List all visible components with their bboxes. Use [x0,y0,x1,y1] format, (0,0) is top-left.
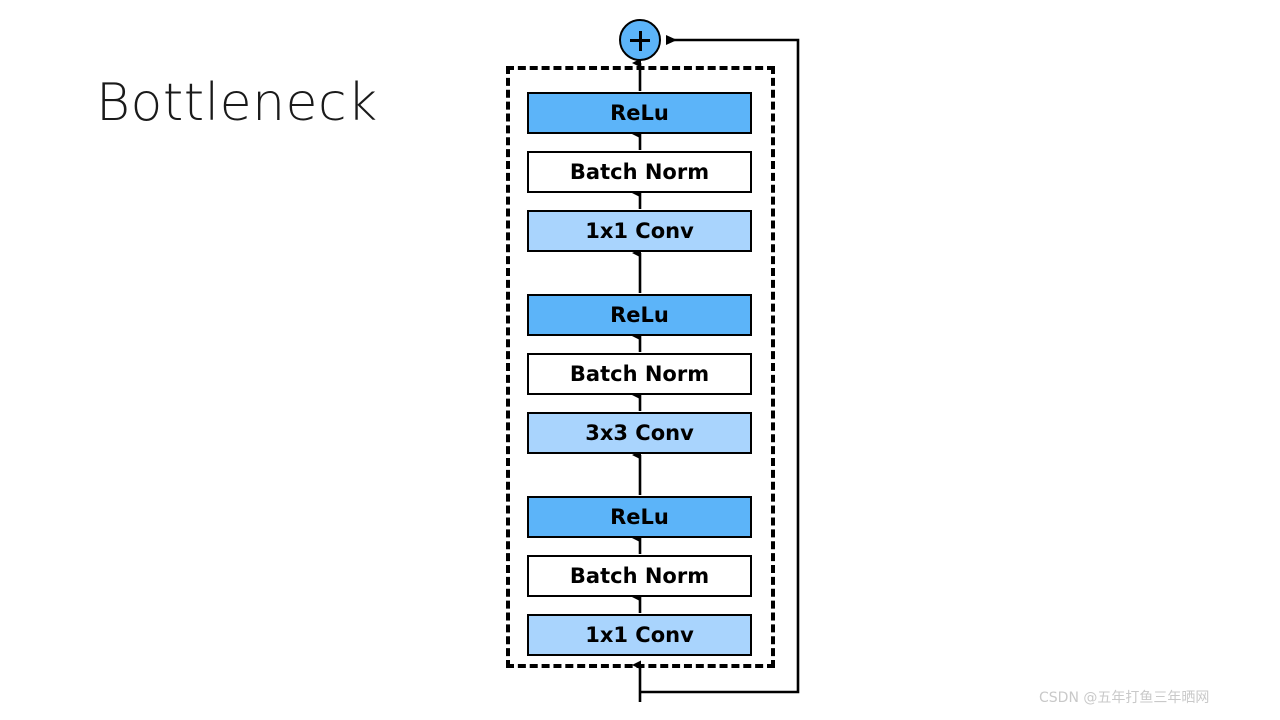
addition-node[interactable] [619,19,661,61]
layer-box-relu-2[interactable]: ReLu [527,294,752,336]
skip-connection-path [640,35,800,694]
layer-box-batchnorm-3[interactable]: Batch Norm [527,151,752,193]
layer-box-relu-1[interactable]: ReLu [527,496,752,538]
layer-box-conv-1x1-top[interactable]: 1x1 Conv [527,210,752,252]
layer-box-conv-1x1-bottom[interactable]: 1x1 Conv [527,614,752,656]
residual-dashed-container [506,66,775,668]
watermark-text: CSDN @五年打鱼三年晒网 [1039,690,1210,706]
page-title: Bottleneck [96,73,378,133]
layer-box-batchnorm-2[interactable]: Batch Norm [527,353,752,395]
plus-icon-vertical [638,30,642,51]
layer-box-batchnorm-1[interactable]: Batch Norm [527,555,752,597]
layer-box-conv-3x3[interactable]: 3x3 Conv [527,412,752,454]
layer-box-relu-3[interactable]: ReLu [527,92,752,134]
